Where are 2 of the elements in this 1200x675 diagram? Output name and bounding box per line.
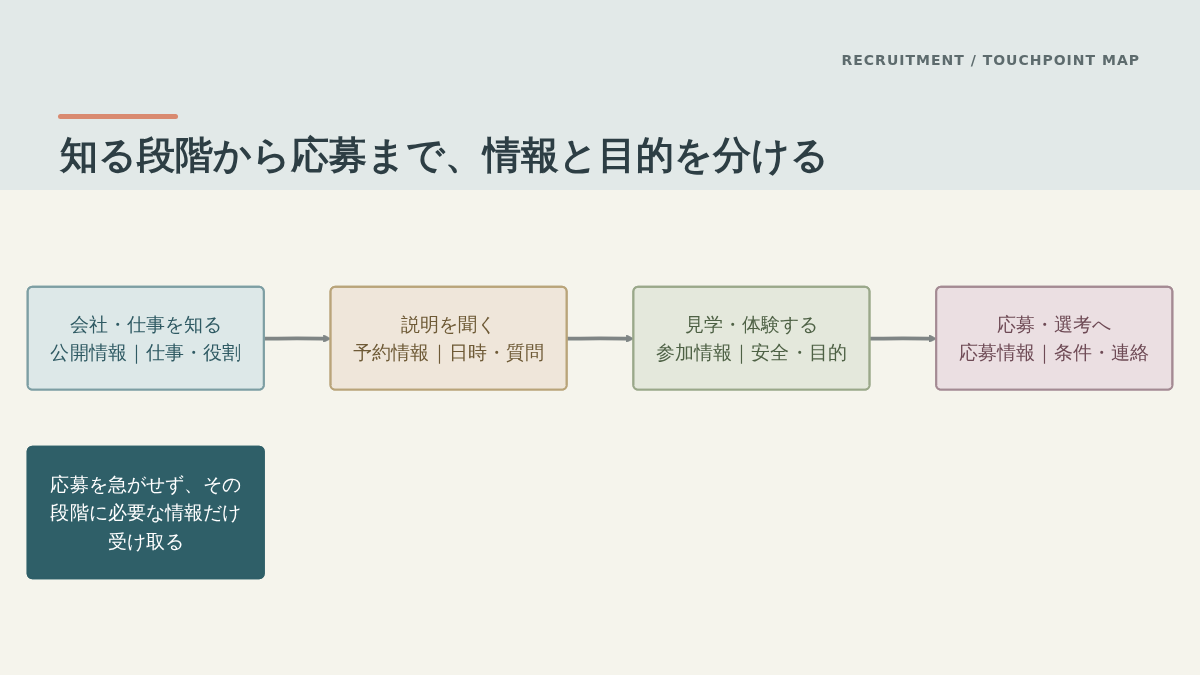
- header-label: RECRUITMENT / TOUCHPOINT MAP: [841, 52, 1140, 68]
- title: 知る段階から応募まで、情報と目的を分ける: [60, 132, 829, 179]
